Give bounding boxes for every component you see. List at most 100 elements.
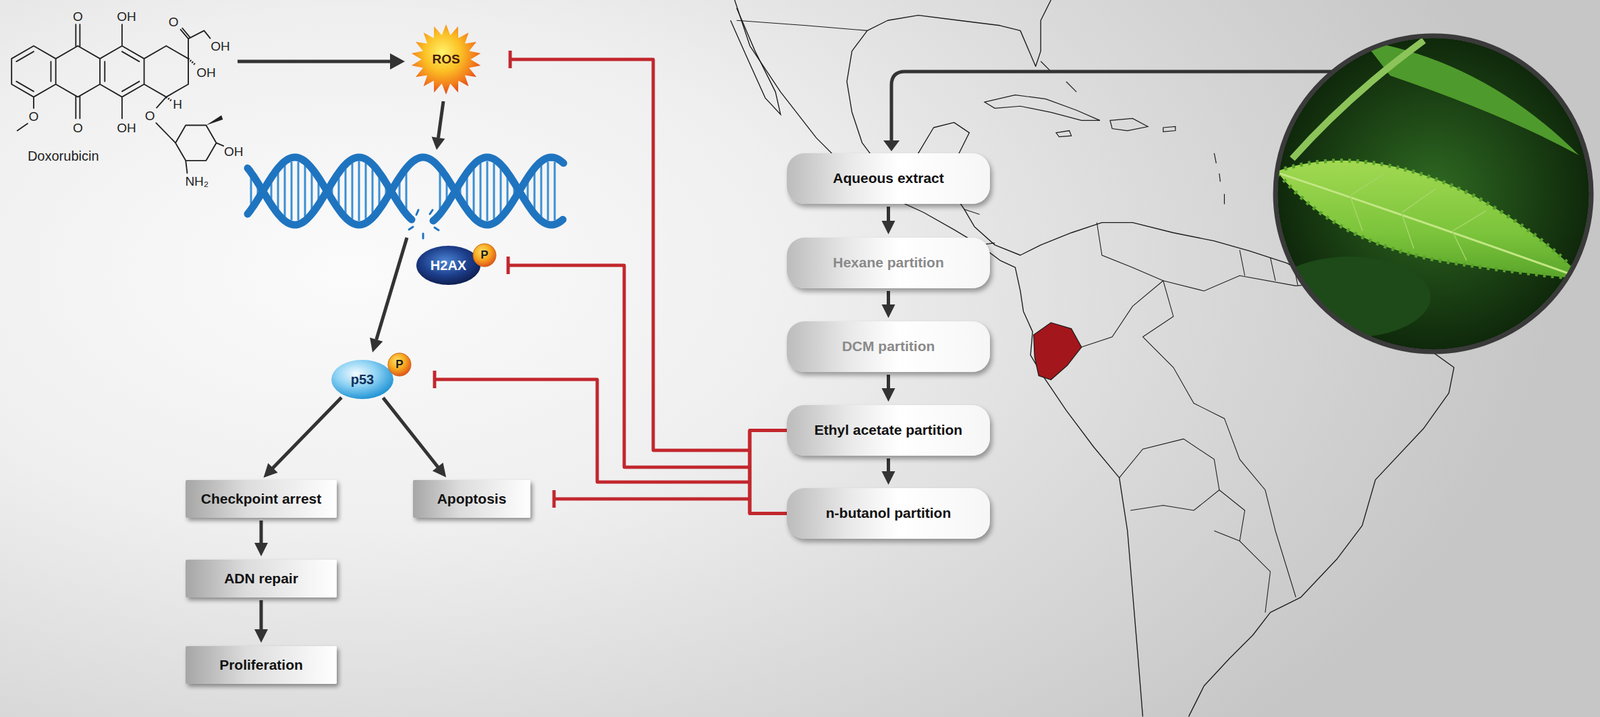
base-pair (304, 165, 307, 217)
base-pair (338, 176, 341, 206)
node-text: ADN repair (224, 570, 299, 587)
base-pair (378, 176, 381, 206)
map (730, 0, 1455, 716)
leaf-teeth (1265, 139, 1600, 297)
base-pair (439, 172, 442, 210)
arrow-head (881, 388, 896, 402)
node-text: Apoptosis (437, 490, 507, 507)
node-text: Checkpoint arrest (201, 490, 322, 507)
inhibition-connector (508, 256, 787, 467)
process-box: Proliferation (185, 645, 337, 684)
arrow-connector (881, 458, 896, 485)
node-text: Proliferation (219, 656, 303, 673)
arrow-line (259, 599, 264, 631)
inhibition-line (434, 370, 787, 514)
arrow-head (390, 53, 405, 70)
dna-strand (433, 157, 563, 225)
arrow-head (263, 462, 278, 478)
base-pair (554, 161, 557, 221)
arrow-head (369, 337, 383, 353)
node-text: Hexane partition (832, 254, 945, 271)
base-pair (493, 163, 496, 220)
base-pair (506, 176, 509, 206)
baja-california (730, 8, 781, 115)
inhibition-line (508, 256, 787, 514)
stem (1292, 40, 1424, 159)
doxorubicin-structure (11, 24, 224, 173)
base-pair (284, 165, 287, 217)
atom-label: O (72, 10, 84, 23)
arrow-line (886, 206, 891, 223)
arrow-line (383, 397, 439, 468)
process-box: ADN repair (185, 559, 337, 598)
ellipse (416, 245, 481, 285)
break-marks (408, 209, 439, 239)
arrow-connector (881, 290, 896, 318)
dna-strand (247, 157, 412, 225)
arrow-line (237, 60, 392, 64)
base-pair (371, 168, 374, 214)
arrow-head (431, 136, 446, 150)
atom-label: OH (196, 66, 216, 79)
partition-pill: Aqueous extract (786, 153, 990, 204)
ellipse (473, 243, 496, 267)
leader-line (891, 71, 1332, 142)
hashed-bonds (166, 58, 196, 102)
coastline (734, 0, 1455, 716)
arrow-line (886, 290, 891, 306)
phospho-badge: P (387, 352, 412, 377)
base-pair (297, 161, 300, 221)
inhibition-connector (510, 50, 787, 451)
arrow-head (432, 462, 447, 478)
inhibition-line (508, 256, 787, 467)
veins (1341, 167, 1489, 264)
atom-label: OH (116, 10, 137, 23)
phospho-badge: P (472, 242, 497, 268)
node-text: ROS (431, 51, 460, 67)
base-pair (311, 172, 314, 210)
starburst (411, 24, 481, 95)
atom-label: OH (224, 144, 244, 158)
arrow-line (438, 101, 445, 138)
ellipse (331, 359, 394, 399)
node-text: Aqueous extract (832, 170, 945, 187)
islands (984, 61, 1225, 205)
molecule-name: Doxorubicin (27, 149, 100, 163)
process-box: Apoptosis (412, 479, 531, 518)
node-text: DCM partition (842, 338, 936, 355)
protein-ellipse: p53P (330, 359, 395, 400)
partition-pill: Ethyl acetate partition (786, 404, 990, 456)
atom-label: O (29, 109, 40, 123)
arrow-line (259, 520, 264, 544)
arrow-head (254, 542, 268, 557)
inhibition-line (510, 50, 787, 451)
arrow-head (881, 304, 896, 318)
inhibition-line (554, 430, 787, 509)
atom-label: O (72, 121, 84, 135)
atom-label: O (168, 14, 179, 28)
inhibition-line (554, 489, 787, 514)
node-text: P (395, 357, 403, 372)
base-pair (486, 161, 489, 221)
leaf-photo (1265, 35, 1600, 352)
node-text: n-butanol partition (825, 504, 951, 521)
inhibition-line (434, 370, 787, 482)
arrow-line (376, 237, 407, 340)
base-pair (250, 176, 253, 206)
node-text: p53 (350, 371, 374, 388)
atom-label: OH (210, 39, 231, 53)
arrow-line (886, 458, 891, 473)
base-pair (290, 161, 293, 221)
base-pair (466, 176, 469, 206)
arrow-head (254, 628, 268, 643)
inhibition-connector (554, 430, 787, 509)
base-pair (500, 168, 503, 214)
arrow-line (886, 374, 891, 390)
ellipse (388, 352, 411, 376)
node-text: Ethyl acetate partition (814, 421, 963, 438)
node-text: P (480, 248, 488, 262)
partition-pill: Hexane partition (786, 237, 990, 289)
base-pair (351, 163, 354, 220)
